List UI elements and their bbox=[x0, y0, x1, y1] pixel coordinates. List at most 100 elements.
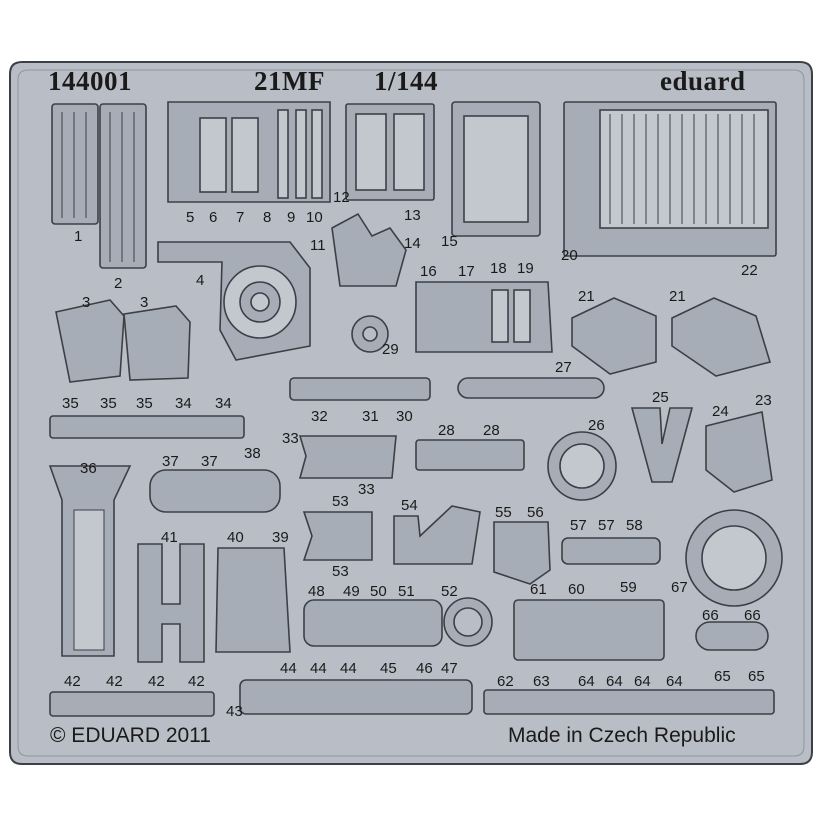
part-number: 3 bbox=[82, 294, 91, 311]
part-number: 55 bbox=[495, 504, 512, 521]
part-number: 17 bbox=[458, 263, 475, 280]
part-number: 28 bbox=[438, 422, 455, 439]
part-number: 44 bbox=[280, 660, 297, 677]
part-number: 28 bbox=[483, 422, 500, 439]
part-number: 9 bbox=[287, 209, 296, 226]
part-number: 8 bbox=[263, 209, 272, 226]
part-number: 4 bbox=[196, 272, 205, 289]
part-44-47 bbox=[239, 679, 473, 715]
part-number: 21 bbox=[578, 288, 595, 305]
part-number: 23 bbox=[755, 392, 772, 409]
part-number: 60 bbox=[568, 581, 585, 598]
part-number: 44 bbox=[340, 660, 357, 677]
part-11-14 bbox=[331, 212, 407, 287]
part-number: 42 bbox=[148, 673, 165, 690]
part-55-56 bbox=[493, 521, 551, 585]
part-number: 54 bbox=[401, 497, 418, 514]
part-number: 66 bbox=[744, 607, 761, 624]
part-21b bbox=[671, 297, 772, 377]
part-16-19 bbox=[415, 281, 553, 353]
part-number: 11 bbox=[310, 237, 326, 254]
part-2 bbox=[99, 103, 147, 269]
model-name: 21MF bbox=[254, 66, 325, 96]
part-number: 64 bbox=[666, 673, 683, 690]
part-number: 64 bbox=[606, 673, 623, 690]
part-number: 64 bbox=[578, 673, 595, 690]
part-54 bbox=[393, 505, 481, 565]
part-41 bbox=[137, 543, 205, 663]
part-25 bbox=[630, 407, 694, 483]
part-number: 30 bbox=[396, 408, 413, 425]
part-number: 35 bbox=[136, 395, 153, 412]
part-53 bbox=[302, 511, 373, 561]
part-21a bbox=[571, 297, 657, 375]
part-number: 65 bbox=[748, 668, 765, 685]
part-number: 1 bbox=[74, 228, 83, 245]
part-number: 53 bbox=[332, 493, 349, 510]
part-number: 3 bbox=[140, 294, 149, 311]
part-number: 32 bbox=[311, 408, 328, 425]
part-number: 41 bbox=[161, 529, 178, 546]
part-28 bbox=[415, 439, 525, 471]
part-number: 25 bbox=[652, 389, 669, 406]
part-34-35 bbox=[49, 415, 245, 439]
part-number: 47 bbox=[441, 660, 458, 677]
part-number: 51 bbox=[398, 583, 415, 600]
part-37-38 bbox=[149, 469, 281, 513]
part-number: 42 bbox=[188, 673, 205, 690]
part-number: 53 bbox=[332, 563, 349, 580]
part-number: 43 bbox=[226, 703, 243, 720]
part-42-43 bbox=[49, 691, 215, 717]
part-number: 33 bbox=[358, 481, 375, 498]
part-number: 13 bbox=[404, 207, 421, 224]
part-number: 37 bbox=[201, 453, 218, 470]
part-number: 64 bbox=[634, 673, 651, 690]
part-number: 61 bbox=[530, 581, 547, 598]
part-number: 37 bbox=[162, 453, 179, 470]
part-number: 38 bbox=[244, 445, 261, 462]
part-number: 50 bbox=[370, 583, 387, 600]
part-number: 44 bbox=[310, 660, 327, 677]
part-number: 67 bbox=[671, 579, 688, 596]
part-number: 18 bbox=[490, 260, 507, 277]
part-57-58 bbox=[561, 537, 661, 565]
part-number: 35 bbox=[100, 395, 117, 412]
part-number: 29 bbox=[382, 341, 399, 358]
part-number: 46 bbox=[416, 660, 433, 677]
part-number: 21 bbox=[669, 288, 686, 305]
part-number: 24 bbox=[712, 403, 729, 420]
part-number: 34 bbox=[175, 395, 192, 412]
part-number: 2 bbox=[114, 275, 123, 292]
part-number: 39 bbox=[272, 529, 289, 546]
part-number: 48 bbox=[308, 583, 325, 600]
kit-code: 144001 bbox=[48, 66, 132, 96]
part-number: 34 bbox=[215, 395, 232, 412]
part-number: 22 bbox=[741, 262, 758, 279]
part-number: 20 bbox=[561, 247, 578, 264]
part-27 bbox=[457, 377, 605, 399]
part-39-40 bbox=[215, 547, 291, 653]
part-number: 42 bbox=[64, 673, 81, 690]
part-number: 12 bbox=[333, 189, 350, 206]
part-48-52 bbox=[303, 599, 443, 647]
copyright-text: © EDUARD 2011 bbox=[50, 724, 211, 747]
part-number: 62 bbox=[497, 673, 514, 690]
origin-text: Made in Czech Republic bbox=[508, 724, 736, 747]
part-3b bbox=[123, 305, 191, 381]
brand-logo: eduard bbox=[660, 66, 746, 96]
part-number: 45 bbox=[380, 660, 397, 677]
part-number: 59 bbox=[620, 579, 637, 596]
part-number: 63 bbox=[533, 673, 550, 690]
part-62-65 bbox=[483, 689, 775, 715]
part-number: 49 bbox=[343, 583, 360, 600]
part-number: 56 bbox=[527, 504, 544, 521]
part-number: 16 bbox=[420, 263, 437, 280]
part-number: 26 bbox=[588, 417, 605, 434]
part-number: 33 bbox=[282, 430, 299, 447]
part-66 bbox=[695, 621, 769, 651]
part-number: 36 bbox=[80, 460, 97, 477]
part-1 bbox=[51, 103, 99, 225]
part-3a bbox=[55, 299, 125, 383]
part-number: 58 bbox=[626, 517, 643, 534]
